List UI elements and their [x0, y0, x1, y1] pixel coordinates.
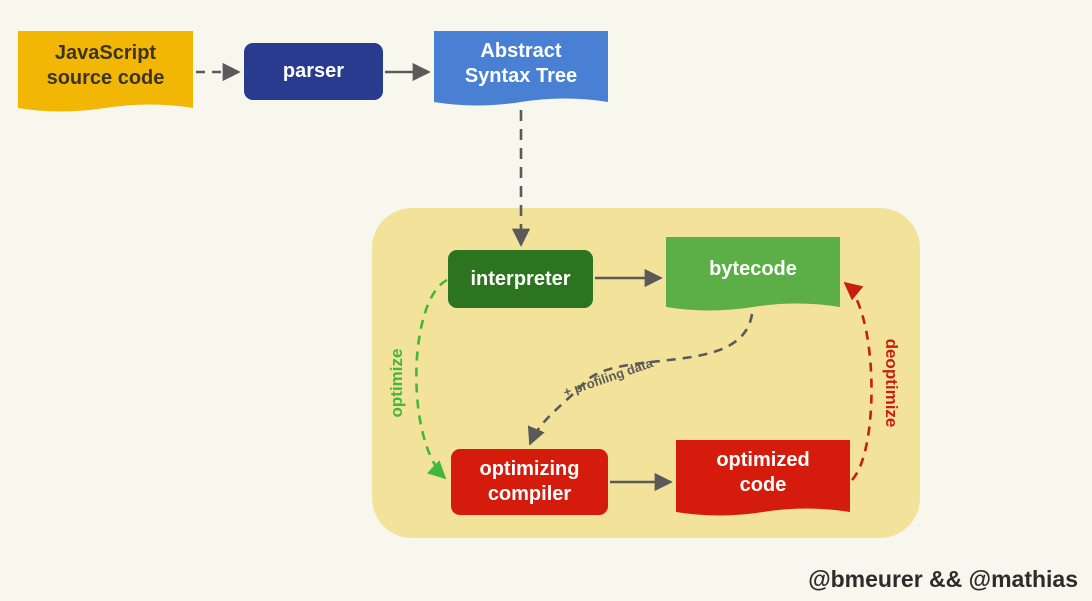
optimize-arrow — [415, 278, 448, 480]
deoptimize-edge-label: deoptimize — [882, 338, 901, 428]
javascript-source-node — [18, 31, 193, 112]
optimize-edge-label: optimize — [387, 348, 406, 418]
author-credit: @bmeurer && @mathias — [808, 566, 1078, 592]
deoptimize-arrow — [843, 281, 873, 481]
bytecode-node — [666, 237, 840, 311]
abstract-syntax-tree-node — [434, 31, 608, 106]
optimized-code-node — [676, 440, 850, 516]
interpreter-node — [448, 250, 593, 308]
parser-node — [244, 43, 383, 100]
profiling-data-arrow — [527, 313, 754, 446]
optimizing-compiler-node — [451, 449, 608, 515]
